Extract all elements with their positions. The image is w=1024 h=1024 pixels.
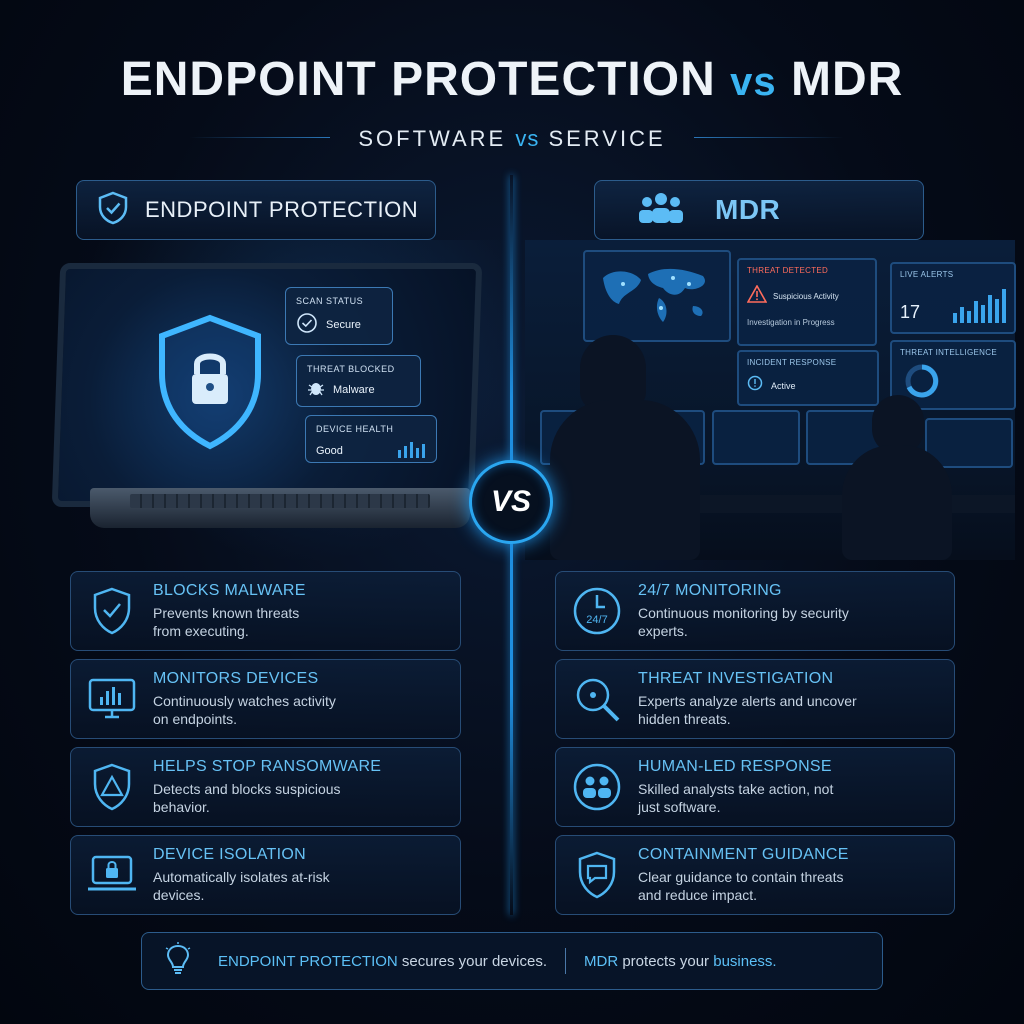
lock-shield-icon: [150, 312, 270, 452]
subtitle-vs: vs: [515, 126, 540, 151]
shield-warning-icon: [71, 747, 153, 827]
card-desc: Prevents known threats from executing.: [153, 605, 300, 639]
right-header: MDR: [594, 180, 924, 240]
incident-response-title: INCIDENT RESPONSE: [747, 358, 837, 367]
analyst-head-1: [580, 335, 646, 411]
card-title: BLOCKS MALWARE: [153, 582, 306, 599]
threat-detected-title: THREAT DETECTED: [747, 266, 829, 275]
threat-detected-monitor: THREAT DETECTED Suspicious Activity Inve…: [737, 258, 877, 346]
world-map-monitor: [583, 250, 731, 342]
scan-status-card: SCAN STATUS Secure: [285, 287, 393, 345]
threat-blocked-card: THREAT BLOCKED Malware: [296, 355, 421, 407]
check-circle-icon: [296, 312, 318, 337]
card-title: DEVICE ISOLATION: [153, 846, 306, 863]
summary-left-rest: secures your devices.: [401, 952, 547, 970]
subtitle-line-left: [190, 137, 330, 138]
card-desc: Experts analyze alerts and uncover hidde…: [638, 693, 857, 727]
center-divider: [510, 175, 513, 915]
shield-chat-icon: [556, 835, 638, 915]
analyst-body-2: [842, 445, 952, 560]
summary-left-highlight: ENDPOINT PROTECTION: [218, 952, 398, 970]
shield-check-icon: [71, 571, 153, 651]
laptop-keyboard: [130, 494, 430, 508]
magnifier-icon: [556, 659, 638, 739]
card-title: HELPS STOP RANSOMWARE: [153, 758, 382, 775]
summary-right-highlight: MDR: [584, 952, 619, 970]
left-header: ENDPOINT PROTECTION: [76, 180, 436, 240]
warning-icon: [746, 284, 768, 308]
card-monitors-devices: MONITORS DEVICES Continuously watches act…: [70, 659, 461, 739]
card-desc: Clear guidance to contain threats and re…: [638, 869, 844, 903]
laptop-lock-icon: [71, 835, 153, 915]
incident-response-value: Active: [771, 380, 796, 391]
scan-status-value: Secure: [326, 318, 361, 331]
bug-icon: [307, 380, 325, 399]
lower-monitor-2: [712, 410, 800, 465]
gauge-icon: [905, 364, 939, 398]
summary-right-end: business.: [713, 952, 777, 970]
threat-blocked-value: Malware: [333, 383, 375, 396]
summary-right-mid: protects your: [622, 952, 710, 970]
scan-status-title: SCAN STATUS: [296, 296, 364, 306]
bar-chart-icon: [396, 440, 426, 461]
card-containment-guidance: CONTAINMENT GUIDANCE Clear guidance to co…: [555, 835, 955, 915]
card-title: CONTAINMENT GUIDANCE: [638, 846, 849, 863]
incident-response-monitor: INCIDENT RESPONSE Active: [737, 350, 879, 406]
subtitle-text: SOFTWARE vs SERVICE: [0, 126, 1024, 152]
live-alerts-value: 17: [900, 302, 921, 322]
threat-detected-line1: Suspicious Activity: [773, 292, 839, 301]
card-24-7-monitoring: 24/7 24/7 MONITORING Continuous monitorin…: [555, 571, 955, 651]
title-vs: vs: [730, 60, 777, 104]
team-icon: [635, 189, 687, 232]
card-desc: Detects and blocks suspicious behavior.: [153, 781, 341, 815]
threat-intel-title: THREAT INTELLIGENCE: [900, 348, 997, 357]
card-desc: Continuously watches activity on endpoin…: [153, 693, 336, 727]
subtitle-left: SOFTWARE: [358, 126, 507, 151]
card-title: THREAT INVESTIGATION: [638, 670, 834, 687]
card-blocks-malware: BLOCKS MALWARE Prevents known threats fro…: [70, 571, 461, 651]
summary-right: MDR protects your business.: [584, 953, 777, 970]
left-header-label: ENDPOINT PROTECTION: [145, 197, 419, 222]
live-alerts-monitor: LIVE ALERTS 17: [890, 262, 1016, 334]
card-device-isolation: DEVICE ISOLATION Automatically isolates a…: [70, 835, 461, 915]
vs-badge: VS: [469, 460, 553, 544]
card-title: 24/7 MONITORING: [638, 582, 782, 599]
clock-24-7-icon: 24/7: [556, 571, 638, 651]
right-header-label: MDR: [715, 194, 781, 225]
title-right: MDR: [790, 53, 904, 106]
subtitle: SOFTWARE vs SERVICE: [0, 122, 1024, 152]
monitor-chart-icon: [71, 659, 153, 739]
svg-text:24/7: 24/7: [586, 614, 607, 626]
live-alerts-bars: [953, 283, 1006, 323]
subtitle-right: SERVICE: [548, 126, 666, 151]
device-health-value: Good: [316, 444, 343, 457]
summary-bar: ENDPOINT PROTECTION secures your devices…: [141, 932, 883, 990]
live-alerts-title: LIVE ALERTS: [900, 270, 954, 279]
card-desc: Continuous monitoring by security expert…: [638, 605, 849, 639]
shield-check-icon: [95, 190, 131, 231]
card-desc: Skilled analysts take action, not just s…: [638, 781, 834, 815]
card-stop-ransomware: HELPS STOP RANSOMWARE Detects and blocks …: [70, 747, 461, 827]
device-health-card: DEVICE HEALTH Good: [305, 415, 437, 463]
summary-left: ENDPOINT PROTECTION secures your devices…: [218, 953, 547, 970]
card-title: MONITORS DEVICES: [153, 670, 319, 687]
card-threat-investigation: THREAT INVESTIGATION Experts analyze aler…: [555, 659, 955, 739]
analyst-body-1: [550, 400, 700, 560]
card-human-led-response: HUMAN-LED RESPONSE Skilled analysts take …: [555, 747, 955, 827]
lightbulb-icon: [164, 941, 192, 981]
summary-divider: [565, 948, 566, 974]
device-health-title: DEVICE HEALTH: [316, 424, 394, 434]
threat-detected-line2: Investigation in Progress: [747, 318, 835, 327]
card-desc: Automatically isolates at-risk devices.: [153, 869, 330, 903]
threat-blocked-title: THREAT BLOCKED: [307, 364, 395, 374]
subtitle-line-right: [694, 137, 844, 138]
alert-circle-icon: [747, 375, 763, 396]
card-title: HUMAN-LED RESPONSE: [638, 758, 832, 775]
title-left: ENDPOINT PROTECTION: [120, 53, 716, 106]
lower-monitor-4: [925, 418, 1013, 468]
people-icon: [556, 747, 638, 827]
world-map-icon: [603, 268, 706, 322]
page-title: ENDPOINT PROTECTION vs MDR: [0, 52, 1024, 107]
